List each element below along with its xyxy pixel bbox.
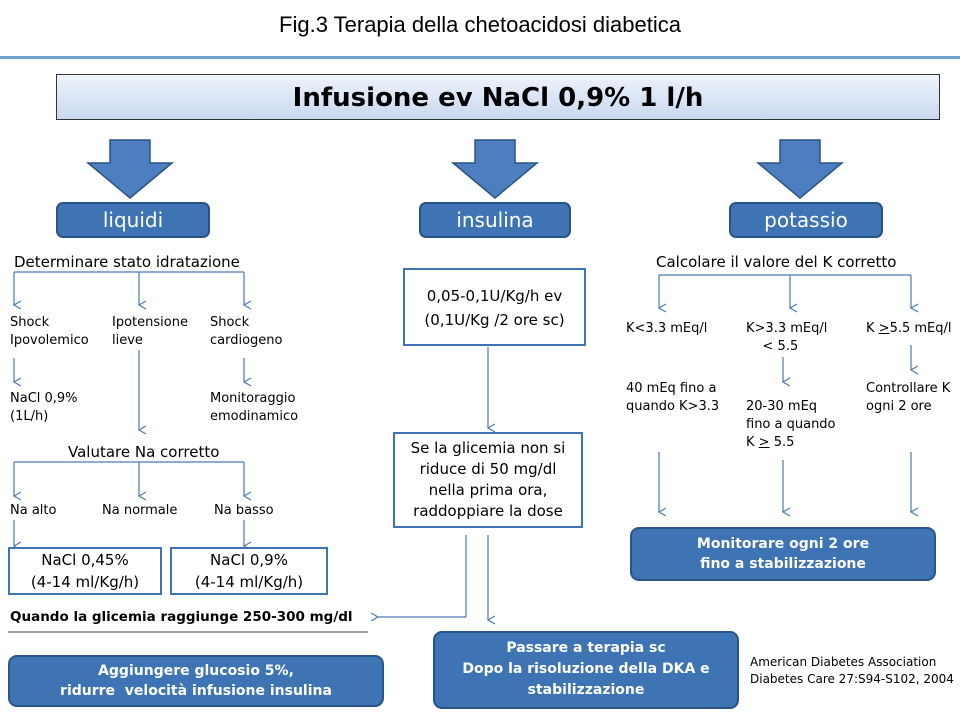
na-alto-label: Na alto [10,503,57,518]
k-high-action: Controllare K ogni 2 ore [866,381,951,414]
arrow-potassio [755,139,845,199]
main-banner: Infusione ev NaCl 0,9% 1 l/h [56,74,940,120]
nacl-09-box: NaCl 0,9% (4-14 ml/Kg/h) [170,547,328,595]
glicemia-label: Quando la glicemia raggiunge 250-300 mg/… [10,609,353,625]
raddoppiare-box: Se la glicemia non si riduce di 50 mg/dl… [393,432,583,528]
na-normale-label: Na normale [102,503,178,518]
nacl-1l-label: NaCl 0,9% (1L/h) [10,391,78,424]
k-low-label: K<3.3 mEq/l [626,321,708,336]
reference-citation: American Diabetes Association Diabetes C… [750,655,954,686]
category-potassio: potassio [729,202,883,238]
glucosio-box: Aggiungere glucosio 5%, ridurre velocità… [8,655,384,707]
page-title: Fig.3 Terapia della chetoacidosi diabeti… [279,12,681,37]
na-basso-label: Na basso [214,503,274,518]
arrow-liquidi [85,139,175,199]
passare-sc-box: Passare a terapia sc Dopo la risoluzione… [433,631,739,709]
k-low-action: 40 mEq fino a quando K>3.3 [626,381,720,414]
shock-cardiogeno-label: Shock cardiogeno [210,315,283,348]
insulina-dose-box: 0,05-0,1U/Kg/h ev (0,1U/Kg /2 ore sc) [403,268,586,346]
arrow-insulina [450,139,540,199]
category-insulina: insulina [419,202,571,238]
potassio-heading: Calcolare il valore del K corretto [656,253,897,271]
monitoraggio-label: Monitoraggio emodinamico [210,391,299,424]
liquidi-heading: Determinare stato idratazione [14,253,240,271]
title-rule [0,56,960,59]
k-high-label: K >5.5 mEq/l [866,321,952,336]
k-mid-action: 20-30 mEq fino a quando K > 5.5 [746,399,836,450]
monitorare-box: Monitorare ogni 2 ore fino a stabilizzaz… [630,527,936,581]
ipotensione-label: Ipotensione lieve [112,315,188,348]
nacl-045-box: NaCl 0,45% (4-14 ml/Kg/h) [8,547,162,595]
valutare-na-label: Valutare Na corretto [68,443,220,461]
shock-ipovolemico-label: Shock Ipovolemico [10,315,89,348]
k-mid-label: K>3.3 mEq/l < 5.5 [746,321,828,354]
category-liquidi: liquidi [56,202,210,238]
